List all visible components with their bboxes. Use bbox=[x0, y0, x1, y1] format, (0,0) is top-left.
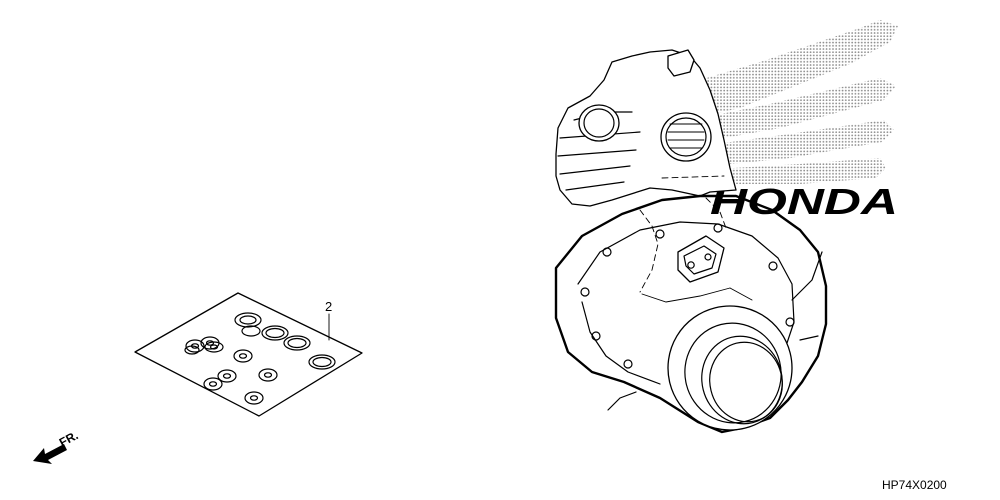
gasket-kit-illustration bbox=[134, 292, 363, 417]
o-ring-set bbox=[234, 312, 336, 370]
engine-illustration bbox=[554, 49, 828, 434]
honda-watermark-text: HONDA bbox=[710, 181, 898, 222]
washer-set bbox=[184, 336, 278, 405]
front-direction-marker: FR. bbox=[33, 428, 80, 464]
diagram-code: HP74X0200 bbox=[882, 478, 947, 492]
honda-wing-watermark: HONDA bbox=[660, 20, 898, 222]
part-label[interactable]: 2 bbox=[325, 299, 332, 314]
front-arrow-icon bbox=[33, 444, 67, 464]
